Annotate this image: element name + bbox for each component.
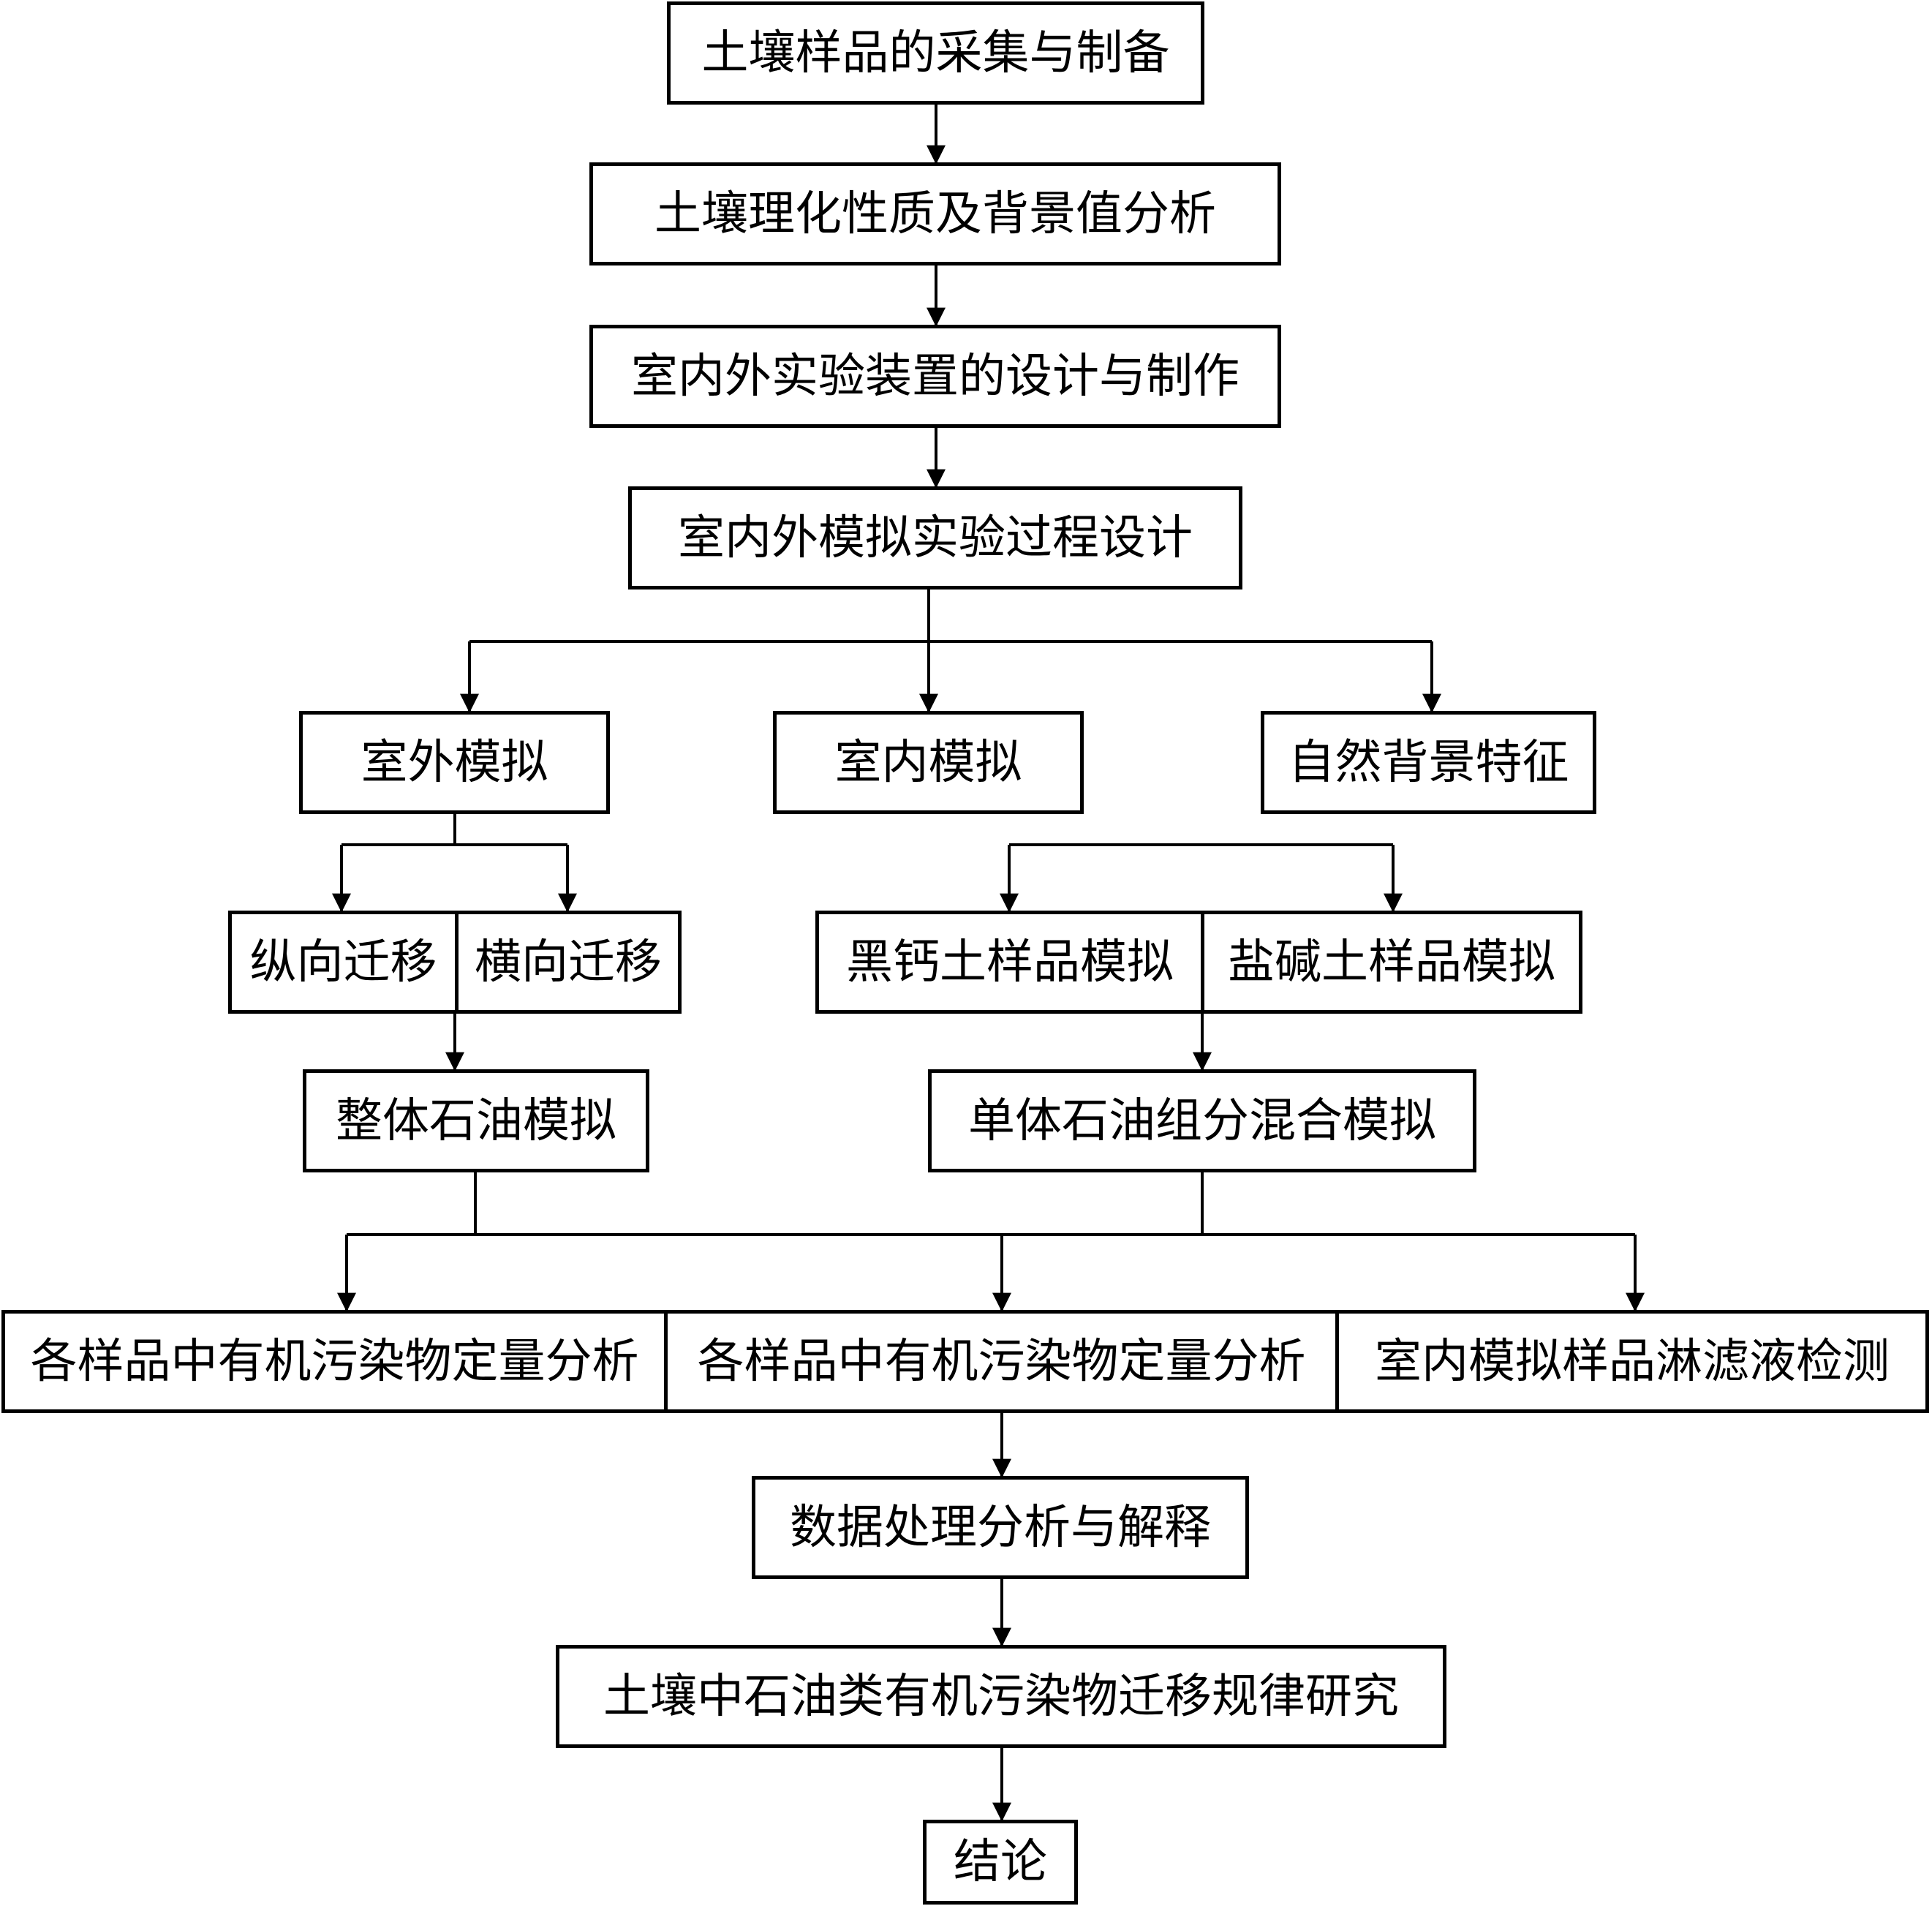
node-apparatus-design: 室内外实验装置的设计与制作 xyxy=(589,325,1281,428)
node-whole-oil-simulation: 整体石油模拟 xyxy=(303,1069,649,1172)
node-conclusion: 结论 xyxy=(923,1820,1078,1905)
node-experiment-process-design: 室内外模拟实验过程设计 xyxy=(628,486,1242,589)
node-vertical-migration: 纵向迁移 xyxy=(228,911,459,1014)
node-single-component-simulation: 单体石油组分混合模拟 xyxy=(928,1069,1476,1172)
node-horizontal-migration: 横向迁移 xyxy=(455,911,682,1014)
node-migration-law-research: 土壤中石油类有机污染物迁移规律研究 xyxy=(556,1645,1446,1748)
node-quantitative-analysis-left: 各样品中有机污染物定量分析 xyxy=(1,1310,668,1413)
node-quantitative-analysis-middle: 各样品中有机污染物定量分析 xyxy=(664,1310,1339,1413)
node-soil-sample-collection: 土壤样品的采集与制备 xyxy=(667,1,1204,105)
node-indoor-simulation: 室内模拟 xyxy=(773,711,1084,814)
node-outdoor-simulation: 室外模拟 xyxy=(299,711,610,814)
node-saline-alkali-simulation: 盐碱土样品模拟 xyxy=(1201,911,1582,1014)
node-leachate-detection: 室内模拟样品淋滤液检测 xyxy=(1335,1310,1929,1413)
node-natural-background: 自然背景特征 xyxy=(1261,711,1596,814)
node-physicochemical-analysis: 土壤理化性质及背景值分析 xyxy=(589,162,1281,265)
node-chernozem-simulation: 黑钙土样品模拟 xyxy=(815,911,1204,1014)
node-data-processing: 数据处理分析与解释 xyxy=(752,1476,1249,1579)
